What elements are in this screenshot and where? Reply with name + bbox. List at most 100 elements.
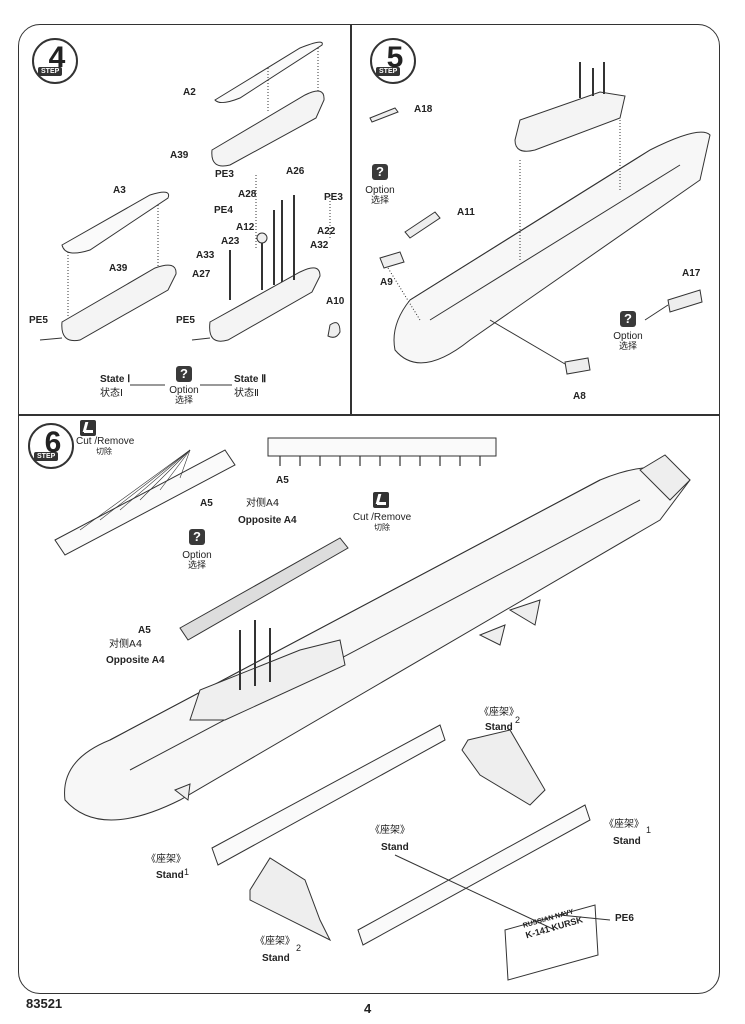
stand1-right-cn: 《座架》 <box>604 819 644 830</box>
stand2-top-en: Stand <box>485 722 513 733</box>
label-a39-top: A39 <box>170 150 189 161</box>
step-6-badge: 6 STEP <box>28 423 74 469</box>
option-en-step5-right: Option <box>613 331 643 342</box>
part-hull-right <box>209 267 321 342</box>
label-pe5-left: PE5 <box>29 315 48 326</box>
step-6-number: 6 <box>44 426 62 459</box>
part-a5-mesh <box>179 537 349 641</box>
label-pe6: PE6 <box>615 913 634 924</box>
cut-icon-left <box>80 420 96 436</box>
stand-center-cn: 《座架》 <box>370 825 410 836</box>
label-a18: A18 <box>414 104 433 115</box>
label-a5-top: A5 <box>276 475 289 486</box>
part-a3-deck <box>61 191 170 254</box>
part-a2-deck <box>214 41 323 104</box>
label-a27: A27 <box>192 269 211 280</box>
stand2-top-cn: 《座架》 <box>479 707 519 718</box>
label-pe3-a: PE3 <box>215 169 234 180</box>
option-cn-step5-left: 选择 <box>370 195 389 206</box>
label-a17: A17 <box>682 268 701 279</box>
part-a39-hull-top <box>211 90 325 167</box>
option-icon-step5-left: ? <box>372 164 388 180</box>
part-a17 <box>667 289 703 313</box>
state-2-en: State Ⅱ <box>234 374 267 385</box>
stand-cradle-bottom <box>249 857 332 942</box>
part-a18 <box>369 107 399 123</box>
stand-rail-upper <box>211 724 446 866</box>
option-en-step5-left: Option <box>365 185 395 196</box>
step-divider-horizontal <box>18 414 720 416</box>
part-rudder <box>639 454 691 501</box>
part-a39-hull-left <box>61 264 177 342</box>
label-a12: A12 <box>236 222 255 233</box>
step-4-badge: 4 STEP <box>32 38 78 84</box>
footer-code: 83521 <box>26 996 63 1011</box>
option-en-step4: Option <box>169 385 199 396</box>
part-sail-top <box>514 91 626 152</box>
stand2-bottom-cn: 《座架》 <box>255 936 295 947</box>
opposite-bottom-en: Opposite A4 <box>106 655 165 666</box>
cut-en-mid: Cut /Remove <box>352 512 412 523</box>
label-a11: A11 <box>457 207 475 218</box>
nameplate <box>504 904 599 981</box>
label-a5-left: A5 <box>200 498 213 509</box>
label-a23: A23 <box>221 236 240 247</box>
stand2-bottom-en: Stand <box>262 953 290 964</box>
part-a9 <box>379 251 405 269</box>
part-a8 <box>564 357 591 375</box>
cut-cn-mid: 切除 <box>374 522 390 532</box>
option-cn-step6: 选择 <box>187 560 206 571</box>
option-label-step4: Option 选择 <box>166 385 202 406</box>
step-5-badge: 5 STEP <box>370 38 416 84</box>
step-5-number: 5 <box>386 41 404 74</box>
part-hull-step5 <box>393 131 711 364</box>
stand1-left-en: Stand <box>156 870 184 881</box>
cut-label-mid: Cut /Remove 切除 <box>350 512 414 532</box>
label-a8: A8 <box>573 391 586 402</box>
stand-rail-lower <box>357 804 591 946</box>
label-a33: A33 <box>196 250 215 261</box>
stand2-bottom-num: 2 <box>296 943 302 953</box>
state-1-en: State Ⅰ <box>100 374 131 385</box>
label-a9: A9 <box>380 277 393 288</box>
opposite-left-cn: 对侧A4 <box>246 498 280 509</box>
label-a10: A10 <box>326 296 345 307</box>
option-icon-step4: ? <box>176 366 192 382</box>
label-a28: A28 <box>238 189 257 200</box>
stand1-right-num: 1 <box>646 825 652 835</box>
option-en-step6: Option <box>182 550 212 561</box>
page-frame <box>18 24 720 994</box>
part-a5-left <box>54 449 236 556</box>
label-a32: A32 <box>310 240 329 251</box>
label-a5-bottom: A5 <box>138 625 151 636</box>
option-label-step5-left: Option 选择 <box>362 185 398 206</box>
stand2-top-num: 2 <box>515 715 521 725</box>
label-pe5-right: PE5 <box>176 315 195 326</box>
opposite-left-en: Opposite A4 <box>238 515 297 526</box>
label-a3: A3 <box>113 185 126 196</box>
opposite-bottom-cn: 对侧A4 <box>109 639 143 650</box>
stand1-left-num: 1 <box>184 867 190 877</box>
stand1-left-cn: 《座架》 <box>146 854 186 865</box>
label-a39-left: A39 <box>109 263 128 274</box>
step-4-number: 4 <box>48 41 66 74</box>
state-2-cn: 状态Ⅱ <box>234 388 259 399</box>
label-a22: A22 <box>317 226 336 237</box>
stand1-right-en: Stand <box>613 836 641 847</box>
label-a26: A26 <box>286 166 305 177</box>
part-a11 <box>404 211 441 239</box>
step-4-tag: STEP <box>38 67 63 76</box>
option-label-step6: Option 选择 <box>179 550 215 571</box>
cut-label-left: Cut /Remove 切除 <box>76 436 134 456</box>
option-icon-step6: ? <box>189 529 205 545</box>
option-icon-step5-right: ? <box>620 311 636 327</box>
label-pe4: PE4 <box>214 205 233 216</box>
option-cn-step4: 选择 <box>174 395 193 406</box>
state-1-cn: 状态Ⅰ <box>100 388 123 399</box>
step-divider-vertical <box>350 25 352 415</box>
stand-center-en: Stand <box>381 842 409 853</box>
cut-cn-left: 切除 <box>96 446 112 456</box>
cut-icon-mid <box>373 492 389 508</box>
part-sail-main <box>189 639 346 721</box>
